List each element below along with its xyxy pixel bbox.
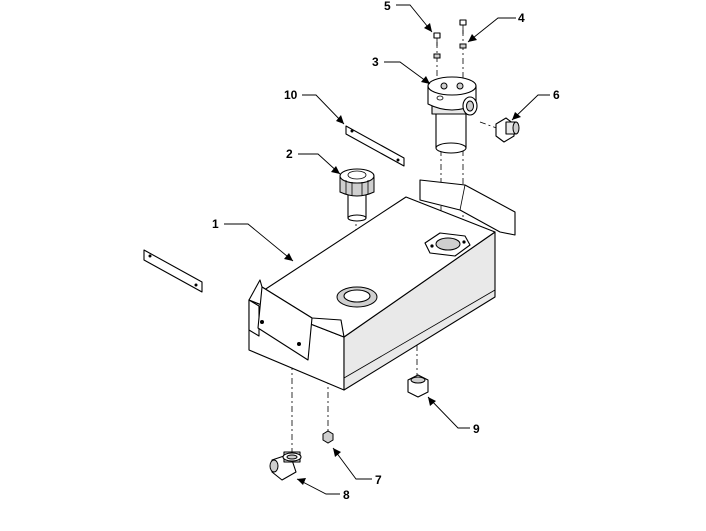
callout-3: 3 xyxy=(372,55,379,69)
leader-lines xyxy=(224,4,550,495)
callout-6: 6 xyxy=(553,88,560,102)
plug-part-9 xyxy=(407,374,429,398)
screw-part-4 xyxy=(459,19,467,49)
breather-cap-part-2 xyxy=(339,168,375,222)
callout-5: 5 xyxy=(384,0,391,13)
fitting-part-6 xyxy=(495,117,520,143)
callout-1: 1 xyxy=(212,217,219,231)
callout-9: 9 xyxy=(473,422,480,436)
callout-10: 10 xyxy=(284,88,298,102)
callout-2: 2 xyxy=(286,147,293,161)
tank-part-1 xyxy=(248,179,516,391)
callout-8: 8 xyxy=(343,488,350,502)
gasket-strip xyxy=(143,249,203,293)
callout-labels: 1 2 3 4 5 6 7 8 9 10 xyxy=(212,0,560,502)
callout-7: 7 xyxy=(375,473,382,487)
return-filter-part-3 xyxy=(427,76,478,154)
drain-plug-part-7 xyxy=(322,430,334,444)
gasket-strip-part-10 xyxy=(345,125,405,167)
callout-4: 4 xyxy=(518,11,525,25)
screw-part-5 xyxy=(433,32,441,59)
elbow-fitting-part-8 xyxy=(269,451,302,481)
